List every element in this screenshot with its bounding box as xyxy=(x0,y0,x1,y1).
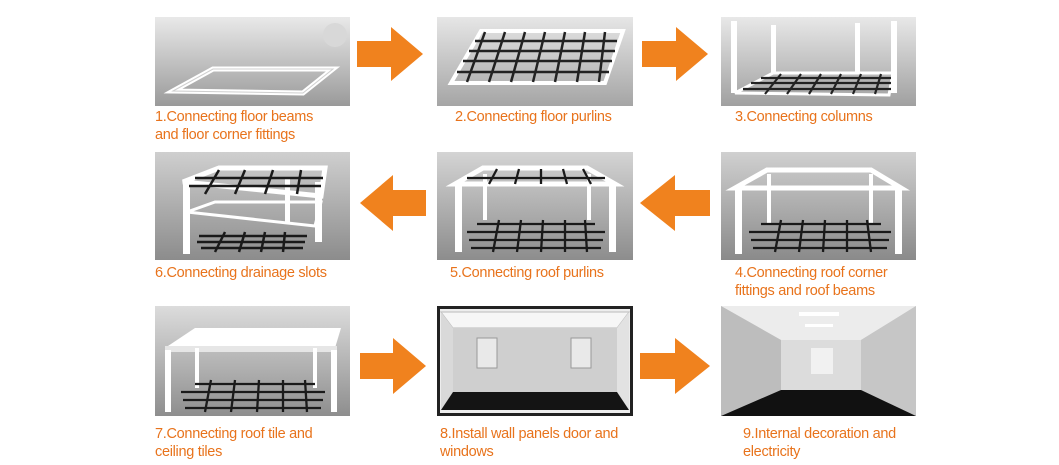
arrow-right-icon xyxy=(642,27,708,81)
step-5-caption-line1: 5.Connecting roof purlins xyxy=(450,265,604,281)
step-6-caption-line1: 6.Connecting drainage slots xyxy=(155,265,327,281)
step-7-image xyxy=(155,306,350,416)
step-2-image xyxy=(437,17,633,106)
arrow-left-icon xyxy=(360,175,426,231)
arrow-4 xyxy=(640,175,710,231)
step-1-caption-line2: and floor corner fittings xyxy=(155,127,295,143)
step-8-image xyxy=(437,306,633,416)
step-3-caption-line1: 3.Connecting columns xyxy=(735,109,873,125)
step-3-image xyxy=(721,17,916,106)
arrow-right-icon xyxy=(360,338,426,394)
step-8-caption-line2: windows xyxy=(440,444,494,460)
step-1-image xyxy=(155,17,350,106)
arrow-1 xyxy=(357,27,423,81)
arrow-6 xyxy=(640,338,710,394)
step-7-caption: 7.Connecting roof tile and ceiling tiles xyxy=(155,425,313,461)
arrow-right-icon xyxy=(357,27,423,81)
step-6-caption: 6.Connecting drainage slots xyxy=(155,264,327,282)
step-8-caption-line1: 8.Install wall panels door and xyxy=(440,426,619,442)
step-9-caption: 9.Internal decoration and electricity xyxy=(743,425,896,461)
step-9-caption-line1: 9.Internal decoration and xyxy=(743,426,896,442)
step-9-caption-line2: electricity xyxy=(743,444,801,460)
step-4-caption-line1: 4.Connecting roof corner xyxy=(735,265,888,281)
step-7-caption-line1: 7.Connecting roof tile and xyxy=(155,426,313,442)
step-2-caption-line1: 2.Connecting floor purlins xyxy=(455,109,612,125)
step-8-caption: 8.Install wall panels door and windows xyxy=(440,425,618,461)
step-1-caption-line1: 1.Connecting floor beams xyxy=(155,109,314,125)
arrow-left-icon xyxy=(640,175,710,231)
step-3-caption: 3.Connecting columns xyxy=(735,108,873,126)
step-4-caption-line2: fittings and roof beams xyxy=(735,283,875,299)
arrow-5 xyxy=(360,338,426,394)
step-4-caption: 4.Connecting roof corner fittings and ro… xyxy=(735,264,888,300)
step-1-caption: 1.Connecting floor beams and floor corne… xyxy=(155,108,313,144)
arrow-3 xyxy=(360,175,426,231)
step-5-image xyxy=(437,152,633,260)
step-6-image xyxy=(155,152,350,260)
step-7-caption-line2: ceiling tiles xyxy=(155,444,223,460)
step-4-image xyxy=(721,152,916,260)
step-5-caption: 5.Connecting roof purlins xyxy=(450,264,604,282)
step-9-image xyxy=(721,306,916,416)
step-2-caption: 2.Connecting floor purlins xyxy=(455,108,612,126)
arrow-right-icon xyxy=(640,338,710,394)
arrow-2 xyxy=(642,27,708,81)
